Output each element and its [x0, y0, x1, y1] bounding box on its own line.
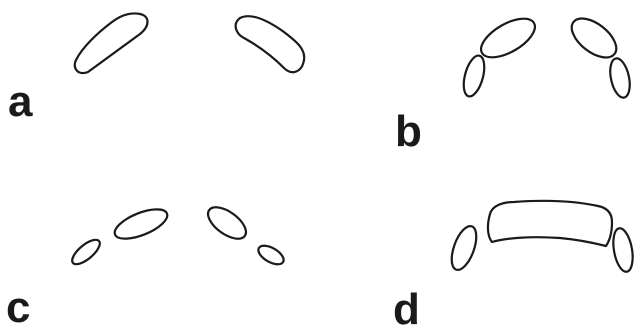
panel-d-left-segment [447, 223, 482, 273]
panel-label-c: c [6, 286, 30, 330]
panel-c-shapes [68, 201, 286, 268]
panel-c-inner-right-segment [203, 201, 252, 245]
panel-d-right-segment [610, 227, 635, 273]
panel-c-inner-left-segment [111, 203, 171, 244]
panel-a-left-segment [75, 13, 148, 73]
panel-label-d: d [393, 288, 420, 332]
panel-b-upper-left-segment [475, 11, 541, 65]
panel-b-lower-left-segment [460, 53, 488, 98]
panel-a-shapes [75, 13, 304, 73]
panel-c-outer-left-segment [68, 236, 103, 269]
panel-b-upper-right-segment [565, 11, 623, 65]
panel-b-shapes [460, 11, 633, 100]
panel-label-b: b [395, 110, 422, 154]
panel-label-a: a [8, 80, 32, 124]
panel-c-outer-right-segment [255, 242, 286, 268]
panel-d-shapes [447, 201, 635, 273]
panel-d-central-segment [488, 201, 612, 246]
panel-a-right-segment [236, 16, 305, 72]
panel-b-lower-right-segment [607, 57, 633, 100]
